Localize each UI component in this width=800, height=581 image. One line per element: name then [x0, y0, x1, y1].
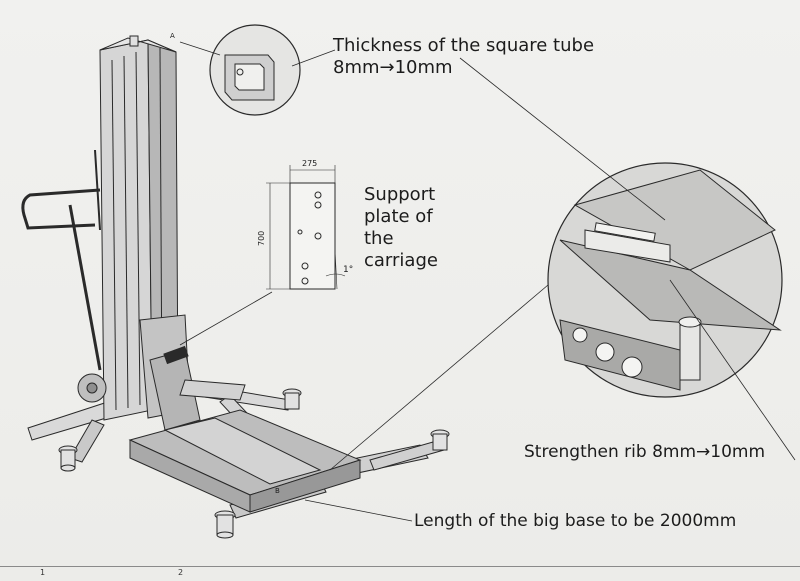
mobile-column-lift [21, 35, 450, 539]
tube-callout-line-1: Thickness of the square tube [333, 35, 595, 56]
plate-callout-line-2: plate of [364, 206, 433, 227]
support-plate-callout: Support plate of the carriage [364, 184, 438, 272]
title-block-strip: 1 2 [0, 566, 800, 581]
carriage [139, 314, 246, 431]
foot-pads [58, 388, 450, 539]
detail-a-square-tube [179, 24, 336, 116]
base-leader-lines [304, 284, 549, 522]
footer-cell-2: 2 [178, 568, 184, 577]
plate-width-dimension: 275 [302, 159, 317, 168]
detail-b-marker: B [275, 487, 280, 495]
pull-handle [21, 149, 102, 371]
plate-callout-line-4: carriage [364, 250, 438, 271]
tube-callout-line-2: 8mm→10mm [333, 57, 453, 78]
strengthen-rib-callout: Strengthen rib 8mm→10mm [524, 442, 766, 462]
big-base [128, 409, 362, 513]
support-plate-drawing [179, 165, 346, 346]
detail-a-marker: A [170, 32, 175, 40]
wheel [77, 373, 107, 403]
plate-height-dimension: 700 [257, 231, 266, 246]
plate-callout-line-1: Support [364, 184, 436, 205]
plate-angle: 1° [343, 265, 353, 275]
big-base-callout: Length of the big base to be 2000mm [414, 511, 737, 531]
tube-thickness-callout: Thickness of the square tube 8mm→10mm [333, 35, 594, 79]
footer-cell-1: 1 [40, 568, 46, 577]
detail-strengthen-rib [459, 57, 796, 461]
plate-callout-line-3: the [364, 228, 394, 249]
